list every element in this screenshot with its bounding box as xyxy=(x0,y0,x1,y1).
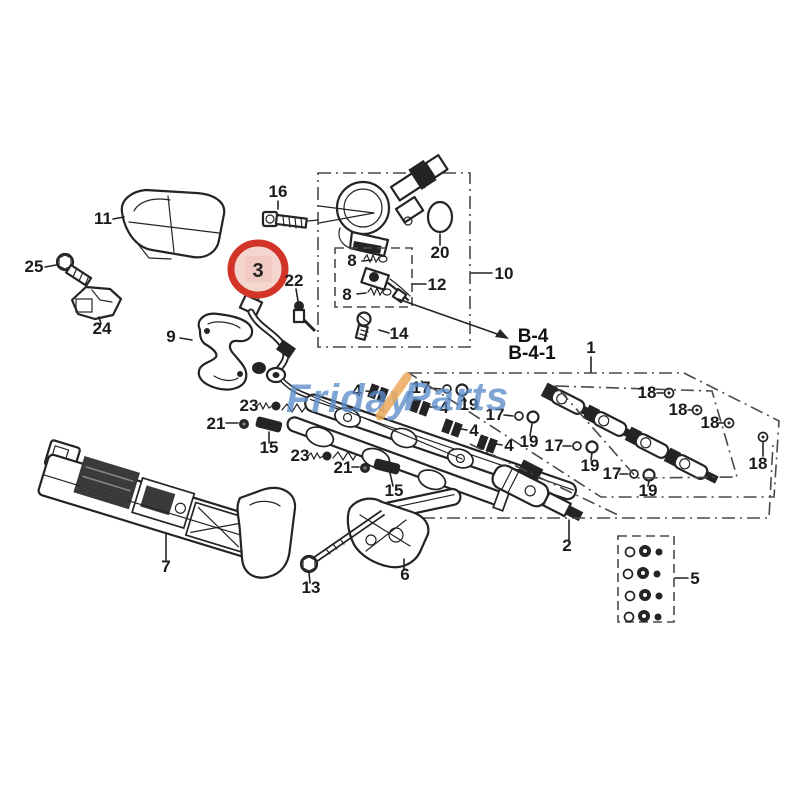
label-17a: 17 xyxy=(412,378,431,397)
label-11: 11 xyxy=(94,209,112,228)
label-21a: 21 xyxy=(207,414,226,433)
label-16: 16 xyxy=(269,182,288,201)
sensor-part-22 xyxy=(292,288,317,333)
assembly-1-boundary xyxy=(406,356,780,498)
label-10: 10 xyxy=(495,264,514,283)
label-15b: 15 xyxy=(385,481,404,500)
label-3-highlighted: 3 xyxy=(252,260,263,282)
highlight-ring-part-3 xyxy=(227,239,289,299)
label-15a: 15 xyxy=(260,438,279,457)
label-18d: 18 xyxy=(749,454,768,473)
seal-kit-box-5 xyxy=(617,535,689,623)
fuel-pump-art xyxy=(318,154,449,258)
label-23b: 23 xyxy=(291,446,310,465)
seal-rings-17-19 xyxy=(429,383,656,487)
label-21b: 21 xyxy=(334,458,353,477)
label-18b: 18 xyxy=(669,400,688,419)
label-1: 1 xyxy=(586,338,595,357)
injector-clips-part-4 xyxy=(365,383,503,454)
injector-on-rail xyxy=(491,459,584,522)
label-14: 14 xyxy=(390,324,409,343)
watermark-word2: Parts xyxy=(404,375,509,419)
label-9: 9 xyxy=(166,327,175,346)
label-6: 6 xyxy=(400,565,409,584)
label-8b: 8 xyxy=(342,285,351,304)
bracket-part-6 xyxy=(346,487,462,571)
label-b41: B-4-1 xyxy=(508,343,556,364)
label-19a: 19 xyxy=(460,395,479,414)
label-18c: 18 xyxy=(701,413,720,432)
label-4a: 4 xyxy=(352,381,362,400)
label-22: 22 xyxy=(285,271,304,290)
label-19c: 19 xyxy=(581,456,600,475)
label-b4: B-4 xyxy=(518,326,549,347)
injector-set-group-1 xyxy=(540,382,719,484)
o-ring-part-20 xyxy=(426,200,454,246)
label-4c: 4 xyxy=(469,421,479,440)
bolt-part-16 xyxy=(261,200,319,229)
label-8a: 8 xyxy=(347,251,356,270)
fuel-hose-part-3 xyxy=(238,293,311,399)
joint-pipe-box-12 xyxy=(334,247,427,308)
label-17c: 17 xyxy=(545,436,564,455)
watermark: Friday Parts xyxy=(286,372,509,421)
assembly-2-boundary xyxy=(422,443,774,541)
callout-labels: 16 11 25 24 9 22 3 20 12 8 8 14 10 B-4 B… xyxy=(25,182,768,597)
label-2: 2 xyxy=(562,536,571,555)
label-5: 5 xyxy=(690,569,699,588)
label-25: 25 xyxy=(25,257,44,276)
label-23a: 23 xyxy=(240,396,259,415)
pump-assembly-box xyxy=(317,172,493,348)
label-13: 13 xyxy=(302,578,321,597)
mount-hardware-set-2 xyxy=(307,451,401,487)
label-17d: 17 xyxy=(603,464,622,483)
b4-reference-arrow xyxy=(397,298,509,339)
label-17b: 17 xyxy=(486,405,505,424)
label-19d: 19 xyxy=(639,481,658,500)
mount-hardware-set-1 xyxy=(225,401,283,444)
label-20: 20 xyxy=(431,243,450,262)
label-19b: 19 xyxy=(520,432,539,451)
bracket-part-9 xyxy=(179,312,254,391)
bracket-part-24 xyxy=(70,285,123,325)
seal-kit-row xyxy=(622,545,663,623)
bolt-part-25 xyxy=(44,252,93,287)
watermark-slash xyxy=(375,372,412,421)
label-4b: 4 xyxy=(439,398,449,417)
label-7: 7 xyxy=(161,557,170,576)
label-4d: 4 xyxy=(504,436,514,455)
label-24: 24 xyxy=(93,319,112,338)
cover-part-11 xyxy=(112,188,226,260)
bolt-part-13 xyxy=(299,510,385,584)
bolt-part-14 xyxy=(354,311,390,341)
label-18a: 18 xyxy=(638,383,657,402)
mount-rail-part-7 xyxy=(37,439,297,579)
label-12: 12 xyxy=(428,275,447,294)
o-rings-part-18 xyxy=(656,387,769,457)
